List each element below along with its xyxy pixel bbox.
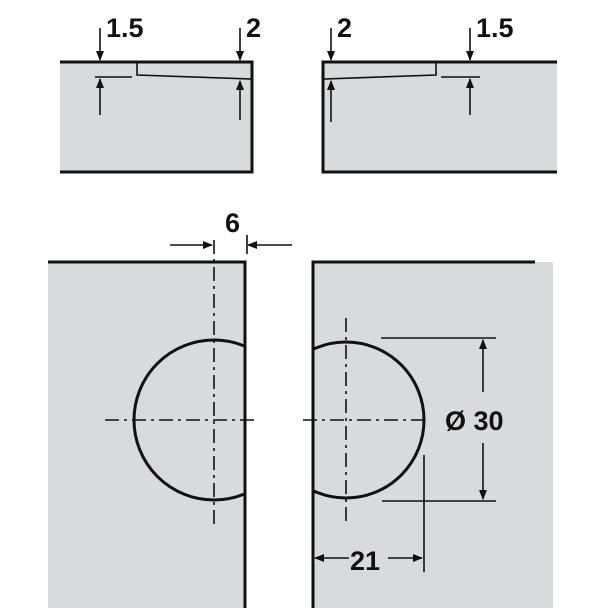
dimension-2: 2 <box>246 13 261 43</box>
dimension-1-5: 1.5 <box>106 13 144 43</box>
dimension-6: 6 <box>225 208 240 238</box>
dimension-diameter-30: Ø 30 <box>445 406 504 436</box>
panel <box>323 62 557 172</box>
diameter-dimension: Ø 30 <box>381 337 504 502</box>
distance-dimension: 21 <box>314 455 425 576</box>
top-right-section: 2 1.5 <box>321 13 557 174</box>
front-right-panel <box>303 260 553 608</box>
gap-dimension: 6 <box>170 208 292 254</box>
top-left-section: 1.5 2 <box>60 13 261 174</box>
panel <box>60 62 252 172</box>
dimension-21: 21 <box>350 546 380 576</box>
front-left-panel <box>48 240 255 608</box>
dimension-2: 2 <box>337 13 352 43</box>
dimension-1-5: 1.5 <box>476 13 514 43</box>
